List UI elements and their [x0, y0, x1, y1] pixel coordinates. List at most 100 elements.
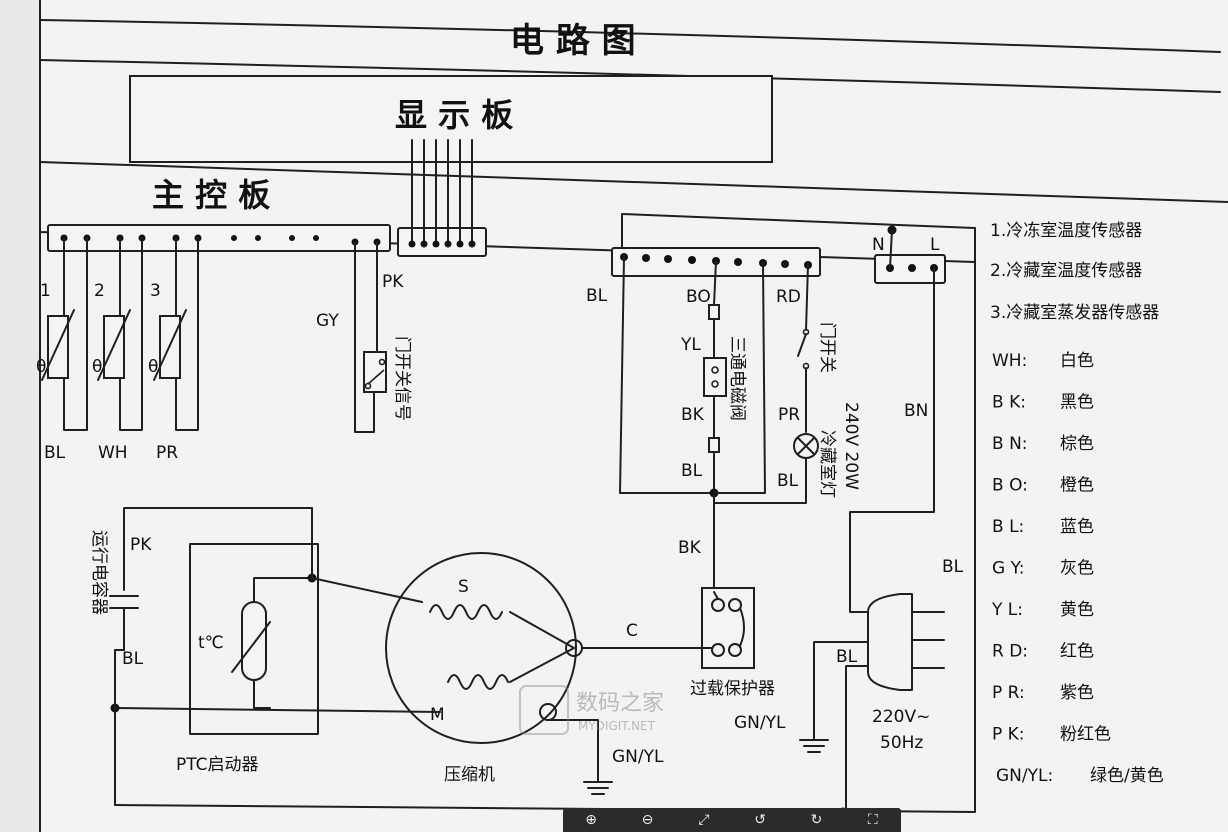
watermark-main: 数码之家 [576, 691, 664, 716]
svg-text:θ: θ [36, 357, 46, 377]
wire-yl: YL [680, 335, 701, 355]
terminal-l: L [930, 235, 940, 255]
color-code: Y L: [991, 600, 1023, 620]
sensor-legend: 1.冷冻室温度传感器 2.冷藏室温度传感器 3.冷藏室蒸发器传感器 [990, 221, 1159, 323]
sensor-legend-1: 1.冷冻室温度传感器 [990, 221, 1142, 241]
wire-pk: PK [382, 272, 404, 292]
wire-bl-cap: BL [122, 649, 144, 669]
sensor-2-color: WH [98, 443, 128, 463]
title-frame-top [39, 19, 1221, 53]
compressor-m: M [430, 705, 445, 725]
wire-pk-ptc: PK [130, 535, 152, 555]
svg-text:θ: θ [148, 357, 158, 377]
valve-label: 三通电磁阀 [727, 336, 747, 421]
image-viewer-toolbar[interactable]: ⊕ ⊖ ⤢ ↺ ↻ ⛶ [563, 808, 901, 832]
wire-gy: GY [316, 311, 339, 331]
sensor-2: θ [92, 237, 143, 431]
ptc-temp: t℃ [198, 633, 224, 653]
color-name: 黄色 [1060, 600, 1094, 620]
wire-bk-valve: BK [681, 405, 705, 425]
color-code: B K: [992, 393, 1026, 413]
color-code: WH: [992, 351, 1027, 371]
lamp-label: 冷藏室灯 [817, 430, 837, 498]
sensor-1: θ [36, 237, 88, 431]
sensor-number-1: 1 [40, 281, 51, 301]
ptc-label: PTC启动器 [176, 755, 259, 775]
color-code: P K: [992, 725, 1025, 745]
fridge-lamp [793, 433, 819, 499]
color-code: GN/YL: [996, 766, 1053, 786]
color-legend: WH:白色B K:黑色B N:棕色B O:橙色B L:蓝色G Y:灰色Y L:黄… [991, 351, 1164, 786]
sensor-terminal-strip [47, 224, 391, 252]
wire-bl-plug: BL [836, 647, 858, 667]
overload-label: 过载保护器 [690, 679, 775, 699]
rotate-left-icon[interactable]: ↺ [754, 812, 766, 828]
color-name: 红色 [1060, 642, 1094, 662]
svg-text:θ: θ [92, 357, 102, 377]
wire-bl-valve: BL [681, 461, 703, 481]
sensor-legend-2: 2.冷藏室温度传感器 [990, 261, 1142, 281]
wire-bk-relay: BK [678, 538, 702, 558]
sensor-3: θ [148, 237, 199, 431]
capacitor-label: 运行电容器 [89, 530, 109, 615]
overload-protector [701, 587, 755, 669]
lamp-rating: 240V 20W [841, 402, 861, 490]
sensor-1-color: BL [44, 443, 66, 463]
color-code: B L: [992, 517, 1024, 537]
wire-bo: BO [686, 287, 711, 307]
color-name: 蓝色 [1060, 517, 1094, 537]
ptc-starter [110, 507, 441, 735]
display-connector [397, 227, 487, 257]
door-switch-label: 门开关 [817, 322, 837, 373]
terminal-n: N [872, 235, 885, 255]
sensor-legend-3: 3.冷藏室蒸发器传感器 [990, 303, 1159, 323]
watermark: 数码之家 MYDIGIT.NET [519, 685, 664, 735]
color-name: 紫色 [1060, 683, 1094, 703]
title-frame-bottom [39, 59, 1221, 93]
display-board [129, 75, 773, 163]
wire-gn-yl-overload: GN/YL [734, 713, 786, 733]
three-way-valve [703, 260, 727, 498]
door-switch-signal [354, 241, 387, 433]
color-name: 橙色 [1060, 476, 1094, 496]
wire-bn: BN [904, 401, 928, 421]
color-name: 白色 [1060, 351, 1094, 371]
run-capacitor [109, 595, 139, 806]
power-board-outline [621, 213, 976, 291]
color-name: 黑色 [1060, 393, 1094, 413]
color-name: 灰色 [1060, 559, 1094, 579]
main-board-label: 主 控 板 [152, 176, 270, 214]
color-name: 绿色/黄色 [1090, 766, 1164, 786]
sensor-3-color: PR [156, 443, 178, 463]
color-name: 粉红色 [1060, 725, 1111, 745]
wire-bl-lamp: BL [777, 471, 799, 491]
zoom-in-icon[interactable]: ⊕ [585, 812, 598, 828]
wire-bl-plug-right: BL [942, 557, 964, 577]
sensor-number-2: 2 [94, 281, 105, 301]
wire-bl: BL [586, 286, 608, 306]
color-code: G Y: [992, 559, 1024, 579]
color-code: R D: [992, 642, 1028, 662]
compressor-label: 压缩机 [444, 765, 495, 785]
wire-rd: RD [776, 287, 801, 307]
sensor-number-3: 3 [150, 281, 161, 301]
diagram-title: 电 路 图 [510, 21, 636, 61]
color-code: B N: [992, 434, 1028, 454]
rotate-right-icon[interactable]: ↻ [810, 812, 823, 828]
plug-voltage: 220V~ [872, 707, 930, 727]
zoom-out-icon[interactable]: ⊖ [641, 812, 654, 828]
wire-gn-yl-compressor: GN/YL [612, 747, 664, 767]
fit-icon[interactable]: ⤢ [698, 812, 710, 828]
color-code: B O: [992, 476, 1028, 496]
display-ribbon-wires [411, 139, 473, 245]
color-code: P R: [992, 683, 1025, 703]
watermark-sub: MYDIGIT.NET [578, 719, 656, 733]
fullscreen-icon[interactable]: ⛶ [867, 812, 878, 828]
door-switch [713, 262, 810, 494]
display-board-label: 显 示 板 [395, 96, 513, 134]
plug-frequency: 50Hz [880, 733, 923, 753]
wire-c: C [626, 621, 638, 641]
door-signal-label: 门开关信号 [392, 336, 412, 421]
